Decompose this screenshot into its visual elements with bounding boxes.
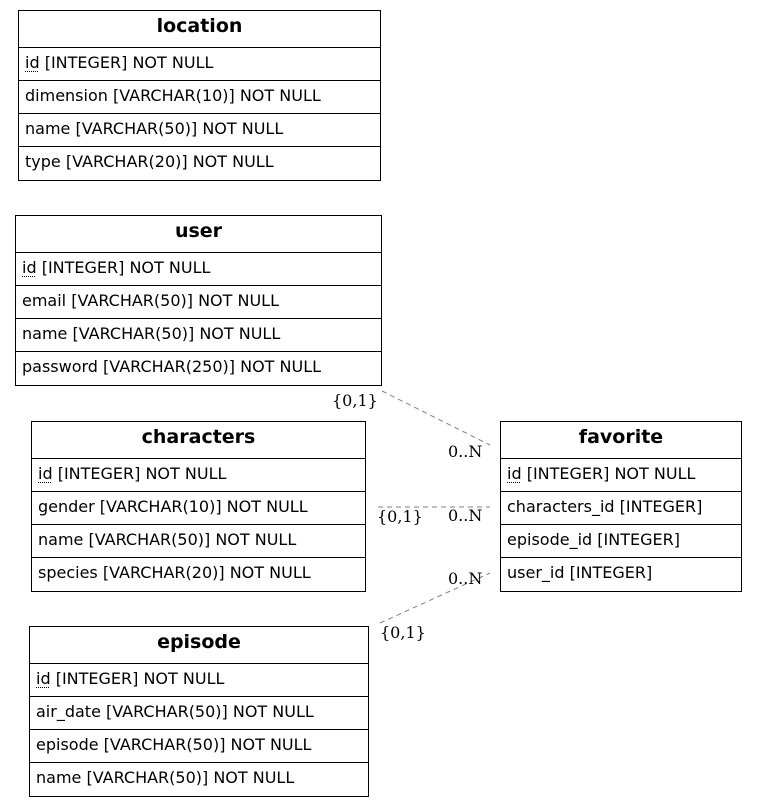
- field-row: species [VARCHAR(20)] NOT NULL: [32, 558, 365, 591]
- relationship-line-user-favorite: [381, 390, 491, 446]
- field-definition: gender [VARCHAR(10)] NOT NULL: [38, 497, 308, 516]
- field-definition: password [VARCHAR(250)] NOT NULL: [22, 357, 322, 376]
- entity-location: location id [INTEGER] NOT NULL dimension…: [18, 10, 381, 181]
- cardinality-user-side: {0,1}: [332, 391, 378, 410]
- cardinality-favorite-side-characters: 0..N: [448, 506, 483, 525]
- primary-key-name: id: [36, 669, 51, 688]
- cardinality-characters-side: {0,1}: [377, 507, 423, 526]
- field-definition: email [VARCHAR(50)] NOT NULL: [22, 291, 280, 310]
- field-definition: dimension [VARCHAR(10)] NOT NULL: [25, 86, 321, 105]
- field-definition: [INTEGER] NOT NULL: [521, 464, 696, 483]
- field-row: user_id [INTEGER]: [501, 558, 741, 591]
- field-row: id [INTEGER] NOT NULL: [19, 48, 380, 81]
- entity-title: episode: [30, 627, 368, 664]
- field-definition: species [VARCHAR(20)] NOT NULL: [38, 563, 311, 582]
- field-definition: air_date [VARCHAR(50)] NOT NULL: [36, 702, 314, 721]
- field-definition: [INTEGER] NOT NULL: [52, 464, 227, 483]
- primary-key-name: id: [38, 464, 53, 483]
- field-definition: name [VARCHAR(50)] NOT NULL: [36, 768, 295, 787]
- entity-characters: characters id [INTEGER] NOT NULL gender …: [31, 421, 366, 592]
- cardinality-favorite-side-user: 0..N: [448, 442, 483, 461]
- field-row: id [INTEGER] NOT NULL: [501, 459, 741, 492]
- field-definition: [INTEGER] NOT NULL: [50, 669, 225, 688]
- field-definition: user_id [INTEGER]: [507, 563, 653, 582]
- field-definition: name [VARCHAR(50)] NOT NULL: [25, 119, 284, 138]
- field-row: episode_id [INTEGER]: [501, 525, 741, 558]
- entity-user: user id [INTEGER] NOT NULL email [VARCHA…: [15, 215, 382, 386]
- field-definition: type [VARCHAR(20)] NOT NULL: [25, 152, 274, 171]
- field-row: type [VARCHAR(20)] NOT NULL: [19, 147, 380, 180]
- primary-key-name: id: [25, 53, 40, 72]
- field-definition: episode [VARCHAR(50)] NOT NULL: [36, 735, 312, 754]
- field-row: email [VARCHAR(50)] NOT NULL: [16, 286, 381, 319]
- field-row: name [VARCHAR(50)] NOT NULL: [19, 114, 380, 147]
- field-row: id [INTEGER] NOT NULL: [16, 253, 381, 286]
- field-definition: name [VARCHAR(50)] NOT NULL: [38, 530, 297, 549]
- field-definition: characters_id [INTEGER]: [507, 497, 703, 516]
- field-definition: name [VARCHAR(50)] NOT NULL: [22, 324, 281, 343]
- field-definition: [INTEGER] NOT NULL: [39, 53, 214, 72]
- primary-key-name: id: [22, 258, 37, 277]
- primary-key-name: id: [507, 464, 522, 483]
- entity-title: user: [16, 216, 381, 253]
- field-row: characters_id [INTEGER]: [501, 492, 741, 525]
- field-definition: [INTEGER] NOT NULL: [36, 258, 211, 277]
- entity-episode: episode id [INTEGER] NOT NULL air_date […: [29, 626, 369, 797]
- field-row: air_date [VARCHAR(50)] NOT NULL: [30, 697, 368, 730]
- field-definition: episode_id [INTEGER]: [507, 530, 680, 549]
- field-row: name [VARCHAR(50)] NOT NULL: [30, 763, 368, 796]
- cardinality-episode-side: {0,1}: [380, 623, 426, 642]
- field-row: id [INTEGER] NOT NULL: [32, 459, 365, 492]
- field-row: name [VARCHAR(50)] NOT NULL: [16, 319, 381, 352]
- entity-favorite: favorite id [INTEGER] NOT NULL character…: [500, 421, 742, 592]
- field-row: gender [VARCHAR(10)] NOT NULL: [32, 492, 365, 525]
- field-row: name [VARCHAR(50)] NOT NULL: [32, 525, 365, 558]
- entity-title: favorite: [501, 422, 741, 459]
- entity-title: characters: [32, 422, 365, 459]
- cardinality-favorite-side-episode: 0..N: [448, 569, 483, 588]
- field-row: password [VARCHAR(250)] NOT NULL: [16, 352, 381, 385]
- field-row: episode [VARCHAR(50)] NOT NULL: [30, 730, 368, 763]
- field-row: dimension [VARCHAR(10)] NOT NULL: [19, 81, 380, 114]
- field-row: id [INTEGER] NOT NULL: [30, 664, 368, 697]
- entity-title: location: [19, 11, 380, 48]
